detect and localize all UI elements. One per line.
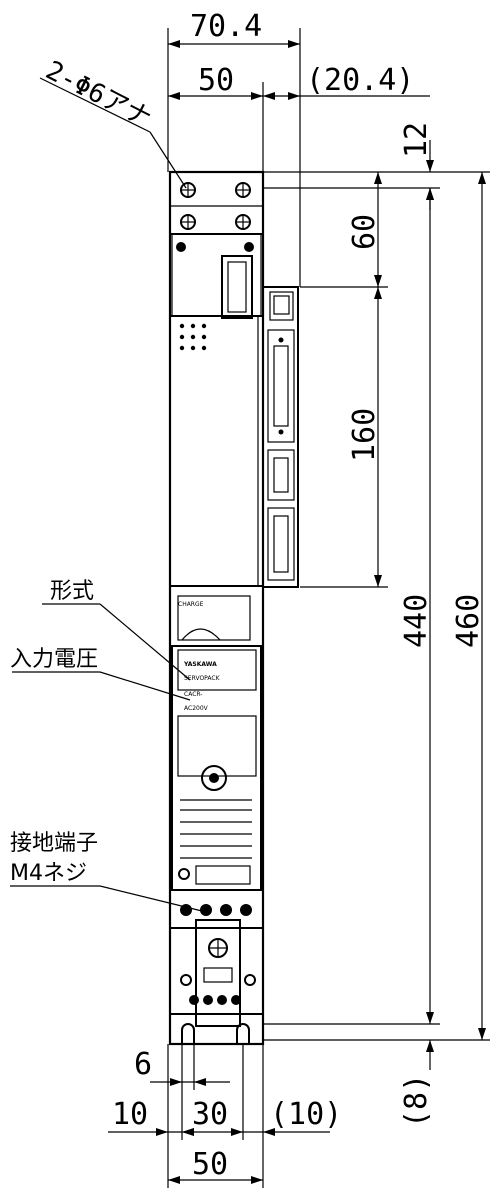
- spec-line-text: AC200V: [184, 705, 209, 712]
- dim-connector-width: (20.4): [306, 63, 414, 98]
- dim-body-width-top: 50: [198, 63, 234, 98]
- dim-body-height: 440: [399, 594, 434, 648]
- dimension-lines: [10, 28, 490, 1188]
- dim-total-width: 70.4: [190, 9, 262, 44]
- dim-slot-width: 6: [134, 1047, 152, 1082]
- mounting-slot-right: [236, 1023, 250, 1044]
- dim-hole-callout: 2-Φ6アナ: [41, 56, 156, 135]
- mounting-slot-left: [181, 1023, 195, 1044]
- bottom-mounting-plate: [169, 1013, 264, 1045]
- cn-slot: [221, 255, 253, 319]
- dim-upper-pitch: 60: [347, 214, 382, 250]
- dim-left-offset: 10: [112, 1097, 148, 1132]
- brand-logo-text: YASKAWA: [183, 661, 217, 668]
- dim-top-offset: 12: [399, 122, 434, 158]
- servopack-unit: CHARGE YASKAWA SERVOPACK CACR- AC200V: [168, 170, 299, 1046]
- series-text: SERVOPACK: [184, 675, 221, 682]
- dim-connector-height: 160: [347, 408, 382, 462]
- callout-ground-terminal: 接地端子: [10, 831, 98, 856]
- model-prefix-text: CACR-: [184, 691, 202, 698]
- callout-ground-screw: M4ネジ: [10, 861, 87, 886]
- vent-dots: [179, 323, 207, 351]
- callout-input-voltage: 入力電圧: [10, 647, 98, 672]
- dim-body-width-bottom: 50: [192, 1147, 228, 1182]
- mounting-hole-top-right: [235, 182, 251, 198]
- connector-rail: [262, 286, 299, 588]
- callout-model: 形式: [50, 579, 94, 604]
- terminal-block: [169, 889, 264, 1027]
- charge-label: CHARGE: [178, 601, 204, 608]
- nameplate-knob: [201, 765, 227, 791]
- dim-hole-pitch: 30: [192, 1097, 228, 1132]
- dim-total-height: 460: [451, 594, 486, 648]
- mounting-hole-top-left: [180, 182, 196, 198]
- dim-right-offset: (10): [270, 1097, 342, 1132]
- dim-bottom-offset: (8): [399, 1074, 434, 1128]
